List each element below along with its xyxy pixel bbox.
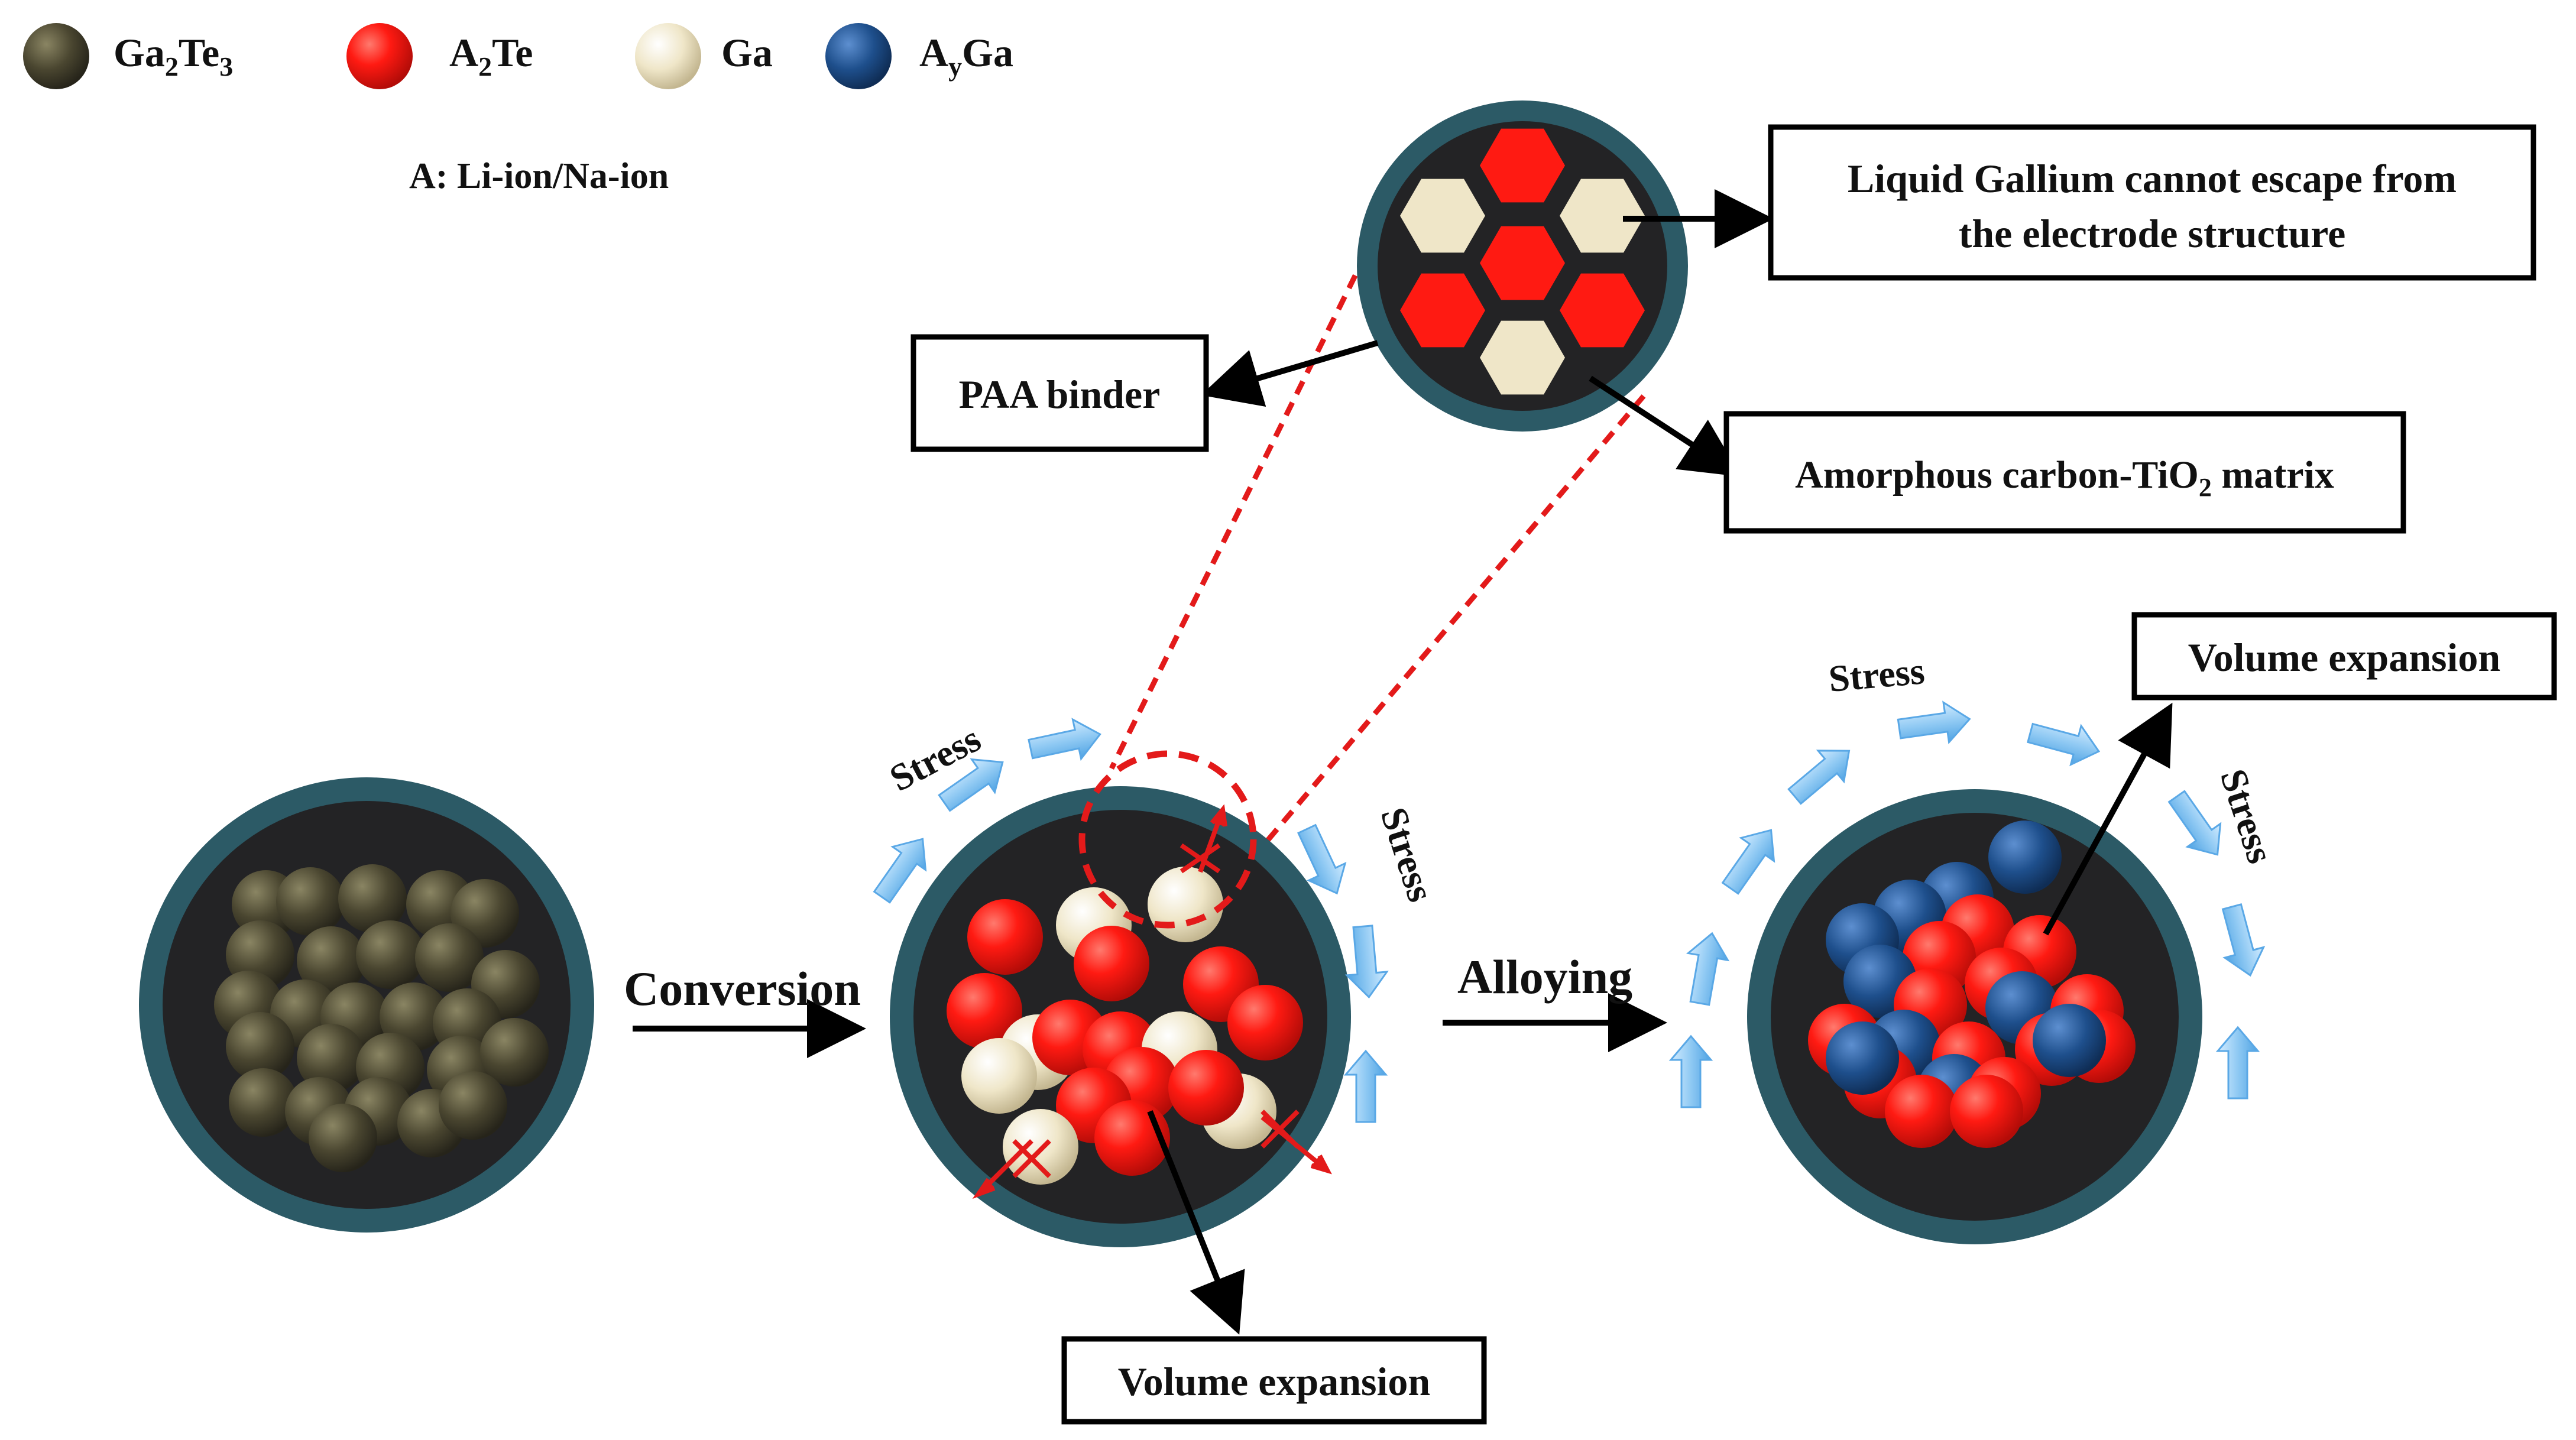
stress-label-right-side: Stress <box>2212 764 2282 868</box>
svg-text:Volume expansion: Volume expansion <box>2188 635 2500 680</box>
ga2te3-particle <box>297 1024 365 1092</box>
pointer-paa <box>1201 340 1379 407</box>
gallium-hexagon <box>1480 320 1565 395</box>
legend-a2te-swatch <box>346 23 413 89</box>
a2te-hexagon <box>1400 273 1485 348</box>
ga2te3-particle <box>480 1018 549 1087</box>
escape-blocked-markers <box>972 804 1332 1199</box>
a2te-particle <box>1227 985 1303 1060</box>
stress-arrow <box>2026 722 2101 767</box>
a2te-particle <box>1950 1075 2023 1148</box>
legend-ga2te3-label: Ga2Te3 <box>114 30 233 82</box>
pointer-volume-top <box>2043 702 2173 936</box>
ayga-particle <box>1826 1021 1899 1095</box>
a2te-particle <box>1885 1075 1958 1148</box>
stress-arrow <box>938 758 1004 812</box>
ga-particle <box>1148 867 1223 942</box>
a2te-particle <box>967 899 1043 975</box>
svg-text:the electrode structure: the electrode structure <box>1959 211 2346 256</box>
ga2te3-particle <box>439 1071 507 1140</box>
stress-arrow <box>1897 700 1971 745</box>
svg-text:Amorphous carbon-TiO2 matrix: Amorphous carbon-TiO2 matrix <box>1795 453 2334 502</box>
legend-ga-swatch <box>635 23 701 89</box>
converted-electrode <box>890 750 1351 1247</box>
matrix-box: Amorphous carbon-TiO2 matrix <box>1723 411 2406 534</box>
alloyed-electrode <box>1747 789 2202 1244</box>
ga2te3-particle <box>338 864 407 933</box>
alloying-label: Alloying <box>1457 950 1632 1004</box>
hexagon-grid <box>1400 128 1645 395</box>
ga2te3-particle <box>276 867 345 936</box>
ga2te3-particles <box>214 864 549 1172</box>
ayga-particle <box>2033 1004 2106 1077</box>
alloy-particles <box>1808 820 2136 1148</box>
ga2te3-particle <box>356 920 425 989</box>
a2te-particle <box>1168 1050 1244 1126</box>
liquid-gallium-box: Liquid Gallium cannot escape from the el… <box>1768 124 2536 281</box>
zoom-source-circle <box>1078 750 1257 929</box>
a2te-particle <box>947 973 1022 1049</box>
stress-arrow <box>1028 718 1101 761</box>
pointer-matrix <box>1589 375 1742 477</box>
stress-arrows <box>873 700 2266 1123</box>
stress-arrow <box>1721 829 1775 895</box>
zoom-guide-lines <box>1109 253 1646 859</box>
stress-arrow <box>1668 1034 1713 1108</box>
stress-arrow <box>1686 932 1730 1006</box>
pointer-volume-bottom <box>1147 1110 1245 1335</box>
guide-line-left <box>1109 253 1369 770</box>
stress-arrow <box>2221 903 2266 977</box>
stress-arrow <box>2167 790 2222 856</box>
ga2te3-particle <box>229 1068 297 1137</box>
a2te-hexagon <box>1480 226 1565 300</box>
legend-a2te-label: A2Te <box>449 30 533 82</box>
guide-line-right <box>1251 394 1646 859</box>
ga2te3-particle <box>309 1104 377 1172</box>
stress-arrow <box>1787 750 1851 805</box>
svg-text:PAA binder: PAA binder <box>959 372 1161 417</box>
process-arrows <box>633 189 2173 1335</box>
a2te-particle <box>1074 926 1149 1001</box>
volume-expansion-box-top: Volume expansion <box>2131 612 2557 700</box>
legend-ga-label: Ga <box>721 30 773 75</box>
gallium-hexagon <box>1560 179 1645 253</box>
paa-binder-box: PAA binder <box>910 334 1209 452</box>
ga2te3-particle <box>297 926 365 995</box>
legend: Ga2Te3 A2Te Ga AyGa A: Li-ion/Na-ion <box>23 23 1013 196</box>
a2te-hexagon <box>1560 273 1645 348</box>
a2te-hexagon <box>1480 128 1565 203</box>
legend-ayga-swatch <box>825 23 892 89</box>
zoom-circle <box>1357 100 1688 432</box>
ga2te3-particle <box>415 923 484 992</box>
stress-arrow <box>2215 1026 2260 1100</box>
ayga-particle <box>1988 820 2062 894</box>
stress-arrow <box>873 838 927 904</box>
stress-arrow <box>1297 823 1347 895</box>
pristine-electrode <box>139 777 594 1233</box>
conversion-label: Conversion <box>624 962 861 1016</box>
stress-arrow <box>1343 1049 1388 1123</box>
volume-expansion-box-bottom: Volume expansion <box>1061 1336 1487 1425</box>
stress-arrow <box>1344 925 1389 999</box>
stress-label-right-top: Stress <box>1827 650 1926 700</box>
svg-text:Volume expansion: Volume expansion <box>1118 1359 1430 1404</box>
legend-ayga-label: AyGa <box>919 30 1013 82</box>
legend-ga2te3-swatch <box>23 23 89 89</box>
gallium-hexagon <box>1400 179 1485 253</box>
stress-label-mid-right: Stress <box>1373 802 1443 906</box>
ga2te3-particle <box>226 1012 294 1081</box>
ga-particle <box>961 1038 1037 1114</box>
svg-text:Liquid Gallium cannot escape f: Liquid Gallium cannot escape from <box>1848 156 2457 201</box>
legend-note: A: Li-ion/Na-ion <box>409 156 669 196</box>
